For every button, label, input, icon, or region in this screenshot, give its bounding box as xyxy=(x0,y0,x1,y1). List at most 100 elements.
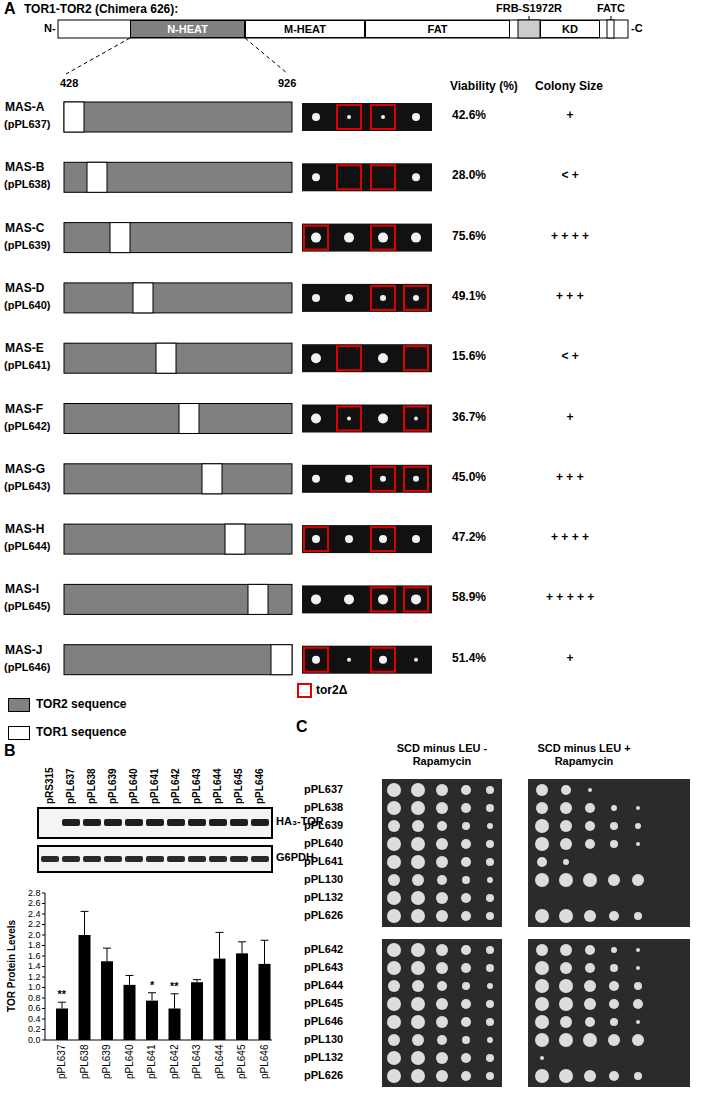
tick-label: 2.2 xyxy=(28,919,41,929)
lane-label: pPL639 xyxy=(107,768,119,804)
strain-label: pPL640 xyxy=(304,837,343,850)
spore-colony xyxy=(380,476,386,482)
tor2-delta-box xyxy=(371,226,395,250)
legend-sample xyxy=(298,684,311,697)
tetrad-image xyxy=(302,405,432,433)
data-bar xyxy=(79,935,91,1040)
zoom-line xyxy=(66,38,130,74)
spore-colony xyxy=(312,656,320,664)
axis-label: pPL640 xyxy=(124,1045,136,1079)
protein-band xyxy=(230,856,248,862)
tor1-segment xyxy=(87,162,107,192)
yeast-spot xyxy=(559,873,573,887)
lane-label: pPL644 xyxy=(212,768,224,804)
blot-frame xyxy=(38,808,272,838)
column-header: Colony Size xyxy=(535,80,603,94)
legend-swatch xyxy=(8,726,30,740)
tick-mark xyxy=(42,914,45,915)
tick-mark xyxy=(42,998,45,999)
axis-label: pPL637 xyxy=(56,1045,68,1079)
yeast-spot xyxy=(609,1071,619,1081)
tor2-delta-box xyxy=(371,467,395,491)
strain-label: pPL130 xyxy=(304,1033,343,1046)
tor2-segment xyxy=(64,524,292,554)
error-cap xyxy=(171,993,179,994)
tick-label: 1.6 xyxy=(28,951,41,961)
protein-band xyxy=(209,856,227,862)
yeast-spot xyxy=(608,874,620,886)
plasmid-name: (pPL641) xyxy=(4,359,50,372)
tor1-segment xyxy=(271,645,292,675)
axis-label: pPL642 xyxy=(169,1045,181,1079)
colony-size: + + + xyxy=(556,290,584,304)
yeast-spot xyxy=(411,837,425,851)
tick-mark xyxy=(42,1019,45,1020)
legend-text: tor2Δ xyxy=(316,684,347,698)
tor2-delta-box xyxy=(337,346,361,370)
colony-size: + + + + xyxy=(551,531,589,545)
yeast-spot xyxy=(461,963,471,973)
protein-band xyxy=(167,819,185,826)
axis-label: pPL644 xyxy=(214,1045,226,1079)
tick-label: 0.2 xyxy=(28,1024,41,1034)
yeast-spot xyxy=(461,857,471,867)
spore-colony xyxy=(311,414,321,424)
spore-colony xyxy=(311,594,321,604)
plasmid-name: (pPL640) xyxy=(4,299,50,312)
yeast-spot xyxy=(535,873,549,887)
strain-label: pPL637 xyxy=(304,783,343,796)
tetrad-image xyxy=(302,646,432,674)
yeast-spot xyxy=(387,801,401,815)
protein-band xyxy=(104,819,122,826)
yeast-spot xyxy=(609,911,619,921)
tetrad-image xyxy=(302,465,432,493)
tetrad-image xyxy=(302,103,432,131)
yeast-spot xyxy=(461,945,471,955)
tor2-delta-box xyxy=(404,407,428,431)
tick-label: 2.4 xyxy=(28,909,41,919)
yeast-spot xyxy=(388,1034,400,1046)
tor2-delta-box xyxy=(404,587,428,611)
lane-label: pRS315 xyxy=(44,767,56,804)
yeast-spot xyxy=(436,1016,448,1028)
yeast-spot xyxy=(583,1033,597,1047)
strain-label: pPL646 xyxy=(304,1015,343,1028)
strain-label: pPL626 xyxy=(304,1069,343,1082)
tor2-delta-box xyxy=(371,165,395,189)
axis-label: pPL638 xyxy=(79,1045,91,1079)
viability-value: 45.0% xyxy=(452,471,486,485)
spore-colony xyxy=(345,475,353,483)
yeast-spot xyxy=(387,1051,401,1065)
viability-value: 28.0% xyxy=(452,169,486,183)
significance-mark: * xyxy=(150,979,154,992)
tick-mark xyxy=(42,945,45,946)
tor2-delta-box xyxy=(371,527,395,551)
yeast-spot xyxy=(609,981,619,991)
domain-box: M-HEAT xyxy=(245,20,365,38)
yeast-spot xyxy=(461,1071,471,1081)
yeast-spot xyxy=(387,837,401,851)
colony-size: + xyxy=(567,652,574,666)
yeast-spot xyxy=(461,839,471,849)
spore-colony xyxy=(311,353,321,363)
yeast-spot xyxy=(559,1069,573,1083)
protein-band xyxy=(188,819,206,826)
strain-label: pPL645 xyxy=(304,997,343,1010)
agar-plate xyxy=(528,779,690,927)
spore-colony xyxy=(411,233,421,243)
viability-value: 75.6% xyxy=(452,230,486,244)
tick-label: 2.6 xyxy=(28,898,41,908)
yeast-spot xyxy=(610,822,618,830)
yeast-spot xyxy=(560,962,572,974)
colony-size: < + xyxy=(562,350,579,364)
significance-mark: ** xyxy=(58,988,67,1001)
tor1-segment xyxy=(248,584,268,614)
axis-label: pPL643 xyxy=(191,1045,203,1079)
protein-band xyxy=(41,856,59,862)
yeast-spot xyxy=(411,961,425,975)
spore-colony xyxy=(344,594,354,604)
yeast-spot xyxy=(536,802,548,814)
spore-colony xyxy=(312,294,320,302)
tick-label: 0.6 xyxy=(28,1003,41,1013)
tick-mark xyxy=(42,966,45,967)
